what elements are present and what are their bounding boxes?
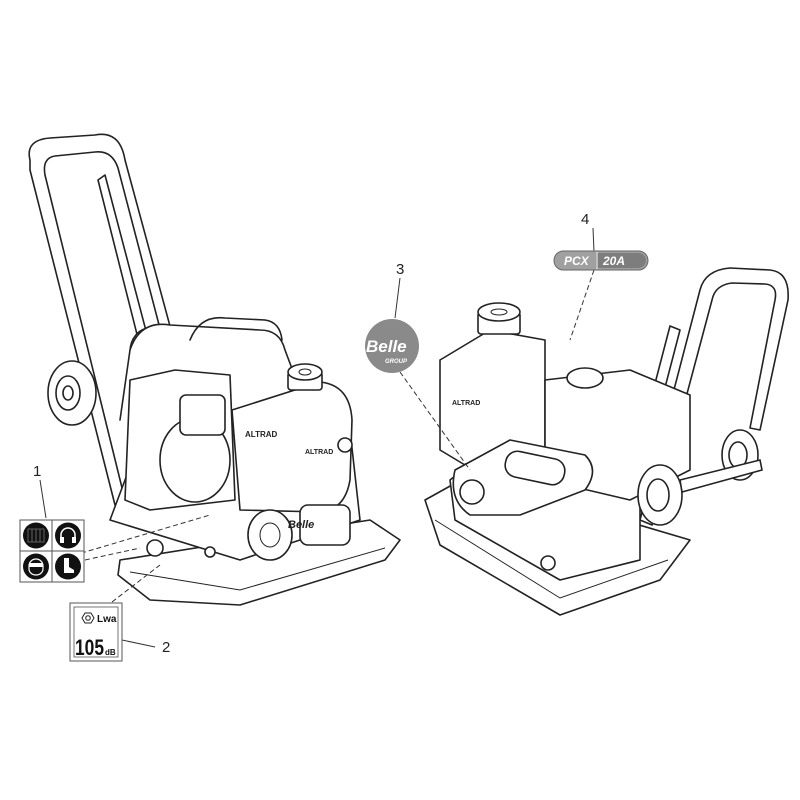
sound-power-decal: Lwa 105 dB [69, 602, 123, 662]
sound-value: 105 [75, 635, 104, 660]
belle-group-decal: Belle GROUP [365, 319, 419, 373]
lwa-symbol: Lwa [97, 614, 117, 625]
eye-protection-icon [23, 553, 49, 580]
wheel-rear-left [637, 464, 683, 526]
belle-group-text: GROUP [385, 359, 408, 365]
ear-protection-icon [55, 522, 81, 549]
handle-frame [28, 133, 191, 506]
fuel-tank-cover [231, 381, 353, 513]
safety-boots-icon [55, 553, 81, 580]
model-decal: PCX 20A [553, 250, 649, 271]
altrad-label-rear: ALTRAD [452, 400, 480, 407]
read-manual-icon [23, 522, 49, 549]
belle-label: Belle [288, 519, 314, 531]
compactor-front-view: ALTRAD ALTRAD Belle [28, 133, 401, 606]
callout-3: 3 [396, 261, 404, 278]
altrad-label: ALTRAD [245, 430, 278, 439]
model-number: 20A [602, 254, 625, 268]
callout-4: 4 [581, 211, 589, 228]
sound-unit: dB [105, 648, 116, 657]
wheel-left [47, 360, 97, 426]
compactor-rear-view: ALTRAD [424, 267, 789, 616]
altrad-label-2: ALTRAD [305, 449, 333, 456]
sound-power-icon [81, 612, 95, 624]
callout-1: 1 [33, 463, 41, 480]
model-prefix: PCX [564, 254, 590, 268]
safety-pictogram-decal [19, 519, 85, 583]
callout-2: 2 [162, 639, 170, 656]
belle-brand: Belle [366, 337, 407, 356]
